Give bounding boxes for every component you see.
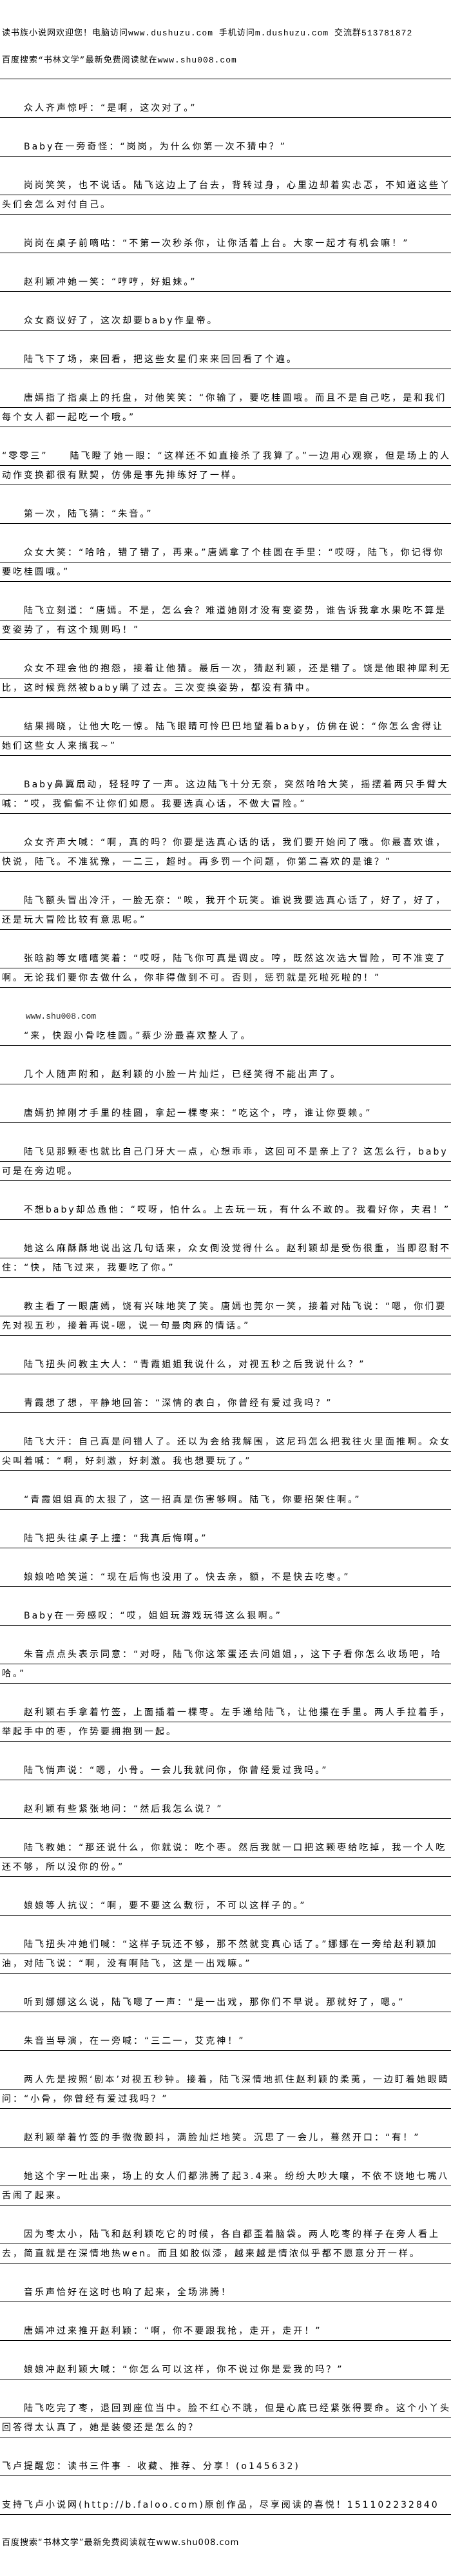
story-paragraph: 她这个字一吐出来，场上的女人们都沸腾了起3.4来。纷纷大吵大嚷，不依不饶地七嘴八… bbox=[0, 2167, 451, 2206]
story-paragraph: 众女不理会他的抱怨，接着让他猜。最后一次，猜赵利颖，还是错了。饶是他眼神犀利无比… bbox=[0, 659, 451, 698]
story-paragraph: 陆飞下了场，来回看，把这些女星们来来回回看了个遍。 bbox=[0, 350, 451, 369]
story-paragraph: 朱音点点头表示同意：“对呀，陆飞你这笨蛋还去问姐姐，，这下子看你怎么收场吧，哈哈… bbox=[0, 1645, 451, 1684]
footer-search-promo: 百度搜索“书林文学”最新免费阅读就在www.shu008.com bbox=[2, 2538, 240, 2548]
story-paragraph: Baby在一旁奇怪：“岗岗，为什么你第一次不猜中？” bbox=[0, 137, 451, 157]
story-paragraph: “零零三” 陆飞瞪了她一眼：“这样还不如直接杀了我算了。”一边用心观察，但是场上… bbox=[0, 447, 451, 485]
story-paragraph: 众女商议好了，这次却要baby作皇帝。 bbox=[0, 311, 451, 331]
story-paragraph: 音乐声恰好在这时也响了起来，全场沸腾！ bbox=[0, 2283, 451, 2302]
chapter-content: 众人齐声惊呼：“是啊，这次对了。” Baby在一旁奇怪：“岗岗，为什么你第一次不猜… bbox=[0, 79, 451, 2437]
story-paragraph: 陆飞教她：“那还说什么，你就说：吃个枣。然后我就一口把这颗枣给吃掉，我一个人吃还… bbox=[0, 1838, 451, 1877]
story-paragraph: “来，快跟小骨吃桂圆。”蔡少汾最喜欢整人了。 bbox=[0, 1026, 451, 1046]
story-paragraph: 岗岗在桌子前嘀咕：“不第一次秒杀你，让你活着上台。大家一起才有机会嘛！” bbox=[0, 234, 451, 253]
story-paragraph: 陆飞额头冒出冷汗，一脸无奈：“唉，我开个玩笑。谁说我要选真心话了，好了，好了，还… bbox=[0, 891, 451, 930]
story-paragraph: 朱音当导演，在一旁喊：“三二一，艾克神！” bbox=[0, 2032, 451, 2051]
story-paragraph: 娘娘哈哈笑道：“现在后悔也没用了。快去亲，额，不是快去吃枣。” bbox=[0, 1568, 451, 1587]
story-paragraph: 不想baby却怂恿他：“哎呀，怕什么。上去玩一玩，有什么不敢的。我看好你，夫君！… bbox=[0, 1200, 451, 1220]
story-paragraph: 青霞想了想，平静地回答：“深情的表白，你曾经有爱过我吗？” bbox=[0, 1394, 451, 1413]
story-paragraph: 唐嫣扔掉刚才手里的桂圆，拿起一棵枣来：“吃这个，哼，谁让你耍赖。” bbox=[0, 1104, 451, 1123]
story-paragraph: 陆飞扭头问教主大人：“青霞姐姐我说什么，对视五秒之后我说什么？” bbox=[0, 1355, 451, 1374]
story-paragraph: 第一次，陆飞猜：“朱音。” bbox=[0, 505, 451, 524]
story-paragraph: 赵利颖右手拿着竹签，上面插着一棵枣。左手递给陆飞，让他攥在手里。两人手拉着手，举… bbox=[0, 1703, 451, 1742]
search-promo: 百度搜索“书林文学”最新免费阅读就在www.shu008.com bbox=[2, 55, 237, 65]
footer-reminder: 飞卢提醒您：读书三件事 - 收藏、推荐、分享！(o145632) bbox=[0, 2457, 451, 2476]
story-paragraph: 赵利颖冲她一笑：“哼哼，好姐妹。” bbox=[0, 273, 451, 292]
story-paragraph: 陆飞悄声说：“嗯，小骨。一会儿我就问你，你曾经爱过我吗。” bbox=[0, 1761, 451, 1780]
story-paragraph: 两人先是按照‘剧本’对视五秒钟。接着，陆飞深情地抓住赵利颖的柔荑，一边盯着她眼睛… bbox=[0, 2070, 451, 2109]
story-paragraph: 唐嫣指了指桌上的托盘，对他笑笑：“你输了，要吃桂圆哦。而且不是自己吃，是和我们每… bbox=[0, 389, 451, 427]
story-paragraph: Baby在一旁感叹：“哎，姐姐玩游戏玩得这么狠啊。” bbox=[0, 1606, 451, 1626]
story-paragraph: 陆飞见那颗枣也就比自己门牙大一点，心想乖乖，这回可不是亲上了？这怎么行，baby… bbox=[0, 1142, 451, 1181]
inline-watermark: www.shu008.com bbox=[26, 1012, 97, 1021]
page-header: 读书族小说网欢迎您！电脑访问www.dushuzu.com 手机访问m.dush… bbox=[0, 0, 451, 70]
site-welcome-banner: 读书族小说网欢迎您！电脑访问www.dushuzu.com 手机访问m.dush… bbox=[2, 28, 413, 38]
story-paragraph: 陆飞立刻道：“唐嫣。不是，怎么会？难道她刚才没有变姿势，谁告诉我拿水果吃不算是变… bbox=[0, 601, 451, 640]
story-paragraph: 赵利颖举着竹签的手微微颤抖，满脸灿烂地笑。沉思了一会儿，蓦然开口：“有！” bbox=[0, 2128, 451, 2148]
story-paragraph: 唐嫣冲过来推开赵利颖：“啊，你不要跟我抢，走开，走开！” bbox=[0, 2321, 451, 2341]
footer-support-link[interactable]: 支持飞卢小说网(http://b.faloo.com)原创作品，尽享阅读的喜悦！… bbox=[0, 2495, 451, 2515]
story-paragraph: “青霞姐姐真的太狠了，这一招真是伤害够啊。陆飞，你要招架住啊。” bbox=[0, 1490, 451, 1510]
story-paragraph: 众女齐声大喊：“啊，真的吗？你要是选真心话的话，我们要开始问了哦。你最喜欢谁，快… bbox=[0, 833, 451, 872]
story-paragraph: 赵利颖有些紧张地问：“然后我怎么说？” bbox=[0, 1800, 451, 1819]
story-paragraph: 陆飞扭头冲她们喊：“这样子玩还不够，那不然就变真心话了。”娜娜在一旁给赵利颖加油… bbox=[0, 1935, 451, 1974]
story-paragraph: 听到娜娜这么说，陆飞嗯了一声：“是一出戏，那你们不早说。那就好了，嗯。” bbox=[0, 1993, 451, 2012]
story-paragraph: 娘娘等人抗议：“啊，要不要这么敷衍，不可以这样子的。” bbox=[0, 1896, 451, 1916]
story-paragraph: 她这么麻酥酥地说出这几句话来，众女倒没觉得什么。赵利颖却是受伤很重，当即忍耐不住… bbox=[0, 1239, 451, 1278]
story-paragraph: Baby鼻翼扇动，轻轻哼了一声。这边陆飞十分无奈，突然哈哈大笑，摇摆着两只手臂大… bbox=[0, 775, 451, 814]
story-paragraph: 娘娘冲赵利颖大喊：“你怎么可以这样，你不说过你是爱我的吗？” bbox=[0, 2360, 451, 2379]
story-paragraph: 几个人随声附和，赵利颖的小脸一片灿烂，已经笑得不能出声了。 bbox=[0, 1065, 451, 1084]
story-paragraph: 结果揭晓，让他大吃一惊。陆飞眼睛可怜巴巴地望着baby，仿佛在说：“你怎么舍得让… bbox=[0, 717, 451, 756]
story-paragraph: 陆飞大汗：自己真是问错人了。还以为会给我解围，这尼玛怎么把我往火里面推啊。众女尖… bbox=[0, 1432, 451, 1471]
story-paragraph: 陆飞吃完了枣，退回到座位当中。脸不红心不跳，但是心底已经紧张得要命。这个小丫头回… bbox=[0, 2399, 451, 2437]
story-paragraph: 众人齐声惊呼：“是啊，这次对了。” bbox=[0, 99, 451, 118]
story-paragraph: 陆飞把头往桌子上撞：“我真后悔啊。” bbox=[0, 1529, 451, 1548]
story-paragraph: 教主看了一眼唐嫣，饶有兴味地笑了笑。唐嫣也莞尔一笑，接着对陆飞说：“嗯，你们要先… bbox=[0, 1297, 451, 1336]
chapter-footer: 飞卢提醒您：读书三件事 - 收藏、推荐、分享！(o145632) 支持飞卢小说网… bbox=[0, 2457, 451, 2552]
story-paragraph: 岗岗笑笑，也不说话。陆飞这边上了台去，背转过身，心里边却着实忐忑，不知道这些丫头… bbox=[0, 176, 451, 215]
story-paragraph: 张晗韵等女嘻嘻笑着：“哎呀，陆飞你可真是调皮。哼，既然这次选大冒险，可不准变了啊… bbox=[0, 949, 451, 988]
story-paragraph: 众女大笑：“哈哈，错了错了，再来。”唐嫣拿了个桂圆在手里：“哎呀，陆飞，你记得你… bbox=[0, 543, 451, 582]
story-paragraph: 因为枣太小，陆飞和赵利颖吃它的时候，各自都歪着脑袋。两人吃枣的样子在旁人看上去，… bbox=[0, 2225, 451, 2264]
